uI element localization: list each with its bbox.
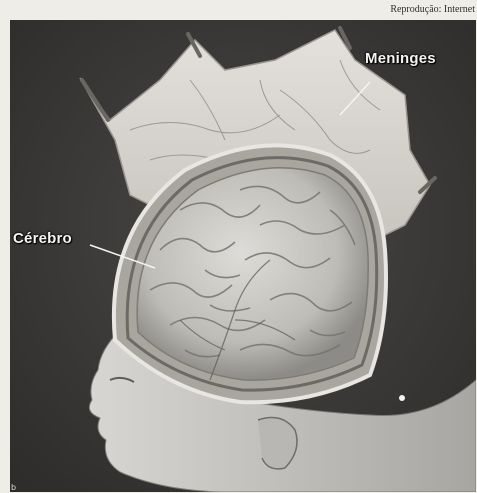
corner-mark: b <box>11 483 16 492</box>
cerebro-label: Cérebro <box>13 230 72 247</box>
meninges-label: Meninges <box>365 50 436 67</box>
highlight-dot <box>399 395 405 401</box>
anatomy-illustration: Meninges Cérebro b <box>10 20 476 492</box>
meninges-brain-drawing <box>10 20 476 492</box>
ear <box>258 418 297 469</box>
image-credit: Reprodução: Internet <box>390 4 475 15</box>
